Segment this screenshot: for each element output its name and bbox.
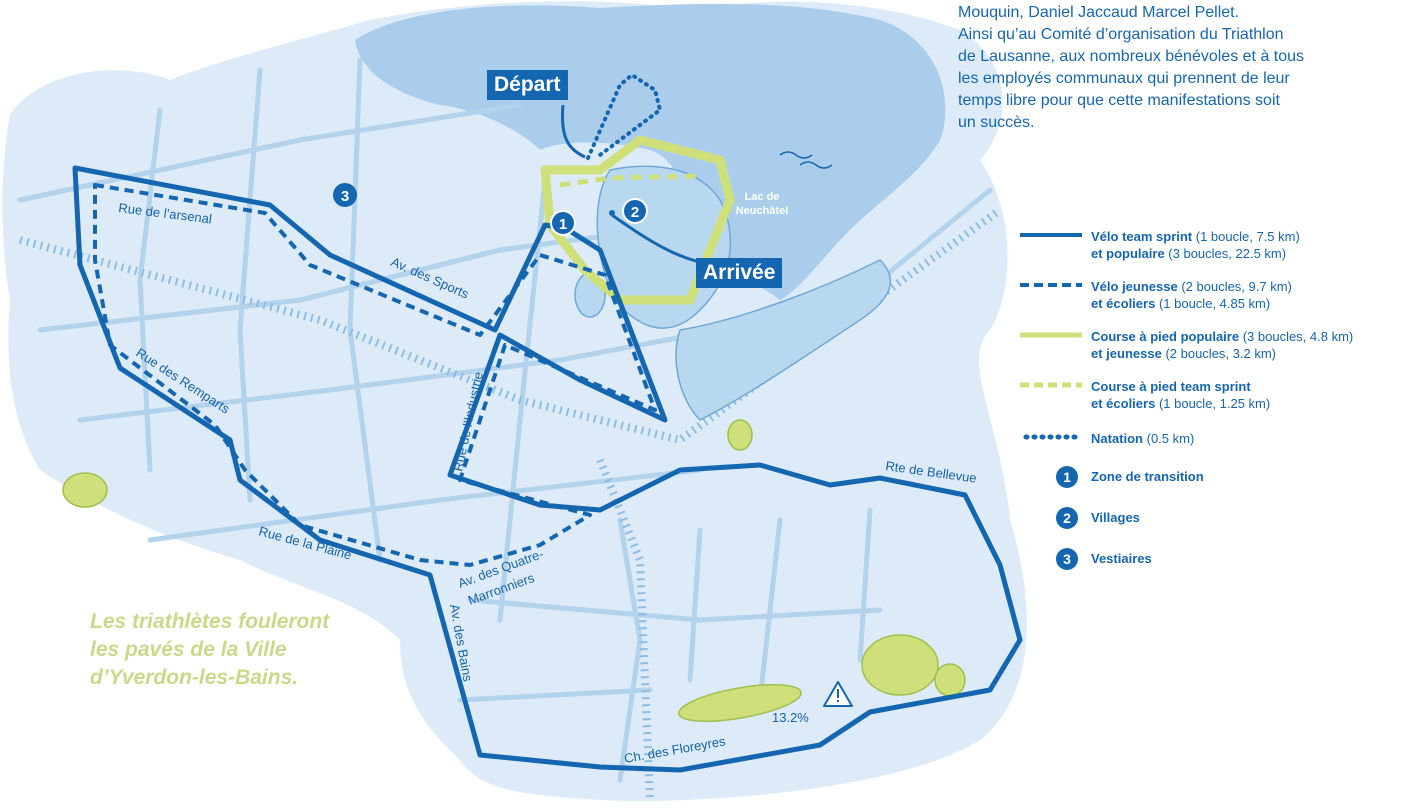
map-marker-3-num: 3: [341, 188, 349, 205]
legend-label: Vélo jeunesse: [1091, 279, 1178, 294]
dashed-green-line-icon: [1020, 382, 1082, 388]
depart-pointer: [560, 104, 586, 159]
badge-label: Vestiaires: [1091, 551, 1152, 566]
street-network: [17, 57, 993, 783]
legend-label: Course à pied team sprint: [1091, 379, 1251, 394]
run-team-sprint-route: [559, 173, 701, 188]
thanks-line: Ainsi qu’au Comité d’organisation du Tri…: [958, 26, 1284, 43]
badge-1-icon: 1: [1056, 466, 1078, 488]
badge-label: Zone de transition: [1091, 469, 1204, 484]
lake-label-2: Neuchâtel: [736, 205, 789, 217]
map-marker-1: 1: [550, 210, 576, 236]
warning-icon: [823, 681, 853, 707]
map-marker-1-num: 1: [559, 216, 567, 233]
slope-label: 13.2%: [772, 710, 809, 725]
bike-jeunesse-route: [93, 183, 657, 567]
bike-populaire-route: [72, 165, 1023, 773]
thanks-line: temps libre pour que cette manifestation…: [958, 92, 1280, 109]
dashed-line-icon: [1020, 283, 1082, 287]
legend-label: et écoliers: [1091, 396, 1156, 411]
thanks-line: un succès.: [958, 114, 1035, 131]
arrivee-callout: Arrivée: [696, 258, 783, 288]
solid-green-line-icon: [1020, 332, 1082, 338]
thanks-text: Mouquin, Daniel Jaccaud Marcel Pellet. A…: [958, 2, 1408, 134]
badge-3-icon: 3: [1056, 548, 1078, 570]
legend-detail: (2 boucles, 9.7 km): [1177, 279, 1292, 294]
legend-label: Course à pied populaire: [1091, 329, 1240, 344]
legend-detail: (2 boucles, 3.2 km): [1161, 346, 1276, 361]
legend-label: et jeunesse: [1091, 346, 1162, 361]
map-marker-2: 2: [622, 198, 648, 224]
tagline-line: d’Yverdon-les-Bains.: [90, 666, 299, 689]
legend-label: et populaire: [1091, 246, 1165, 261]
legend-detail: (1 boucle, 4.85 km): [1155, 296, 1271, 311]
lake-waves-icon: [779, 151, 833, 169]
solid-line-icon: [1020, 233, 1082, 237]
tagline-line: les pavés de la Ville: [90, 638, 287, 661]
arrivee-pointer: [611, 213, 701, 264]
legend-detail: (1 boucle, 7.5 km): [1192, 229, 1300, 244]
village-point: [609, 210, 615, 216]
railway: [18, 206, 1003, 445]
dotted-line-icon: [1023, 434, 1082, 440]
thanks-line: de Lausanne, aux nombreux bénévoles et à…: [958, 48, 1305, 65]
tagline-line: Les triathlètes fouleront: [90, 610, 330, 633]
depart-callout: Départ: [487, 70, 568, 100]
legend-detail: (3 boucles, 22.5 km): [1164, 246, 1287, 261]
tagline: Les triathlètes fouleront les pavés de l…: [90, 608, 329, 692]
railway-spur: [596, 458, 654, 801]
thanks-line: Mouquin, Daniel Jaccaud Marcel Pellet.: [958, 4, 1240, 21]
legend-detail: (0.5 km): [1143, 431, 1195, 446]
groves: [62, 419, 966, 723]
legend-label: Natation: [1091, 431, 1143, 446]
legend-label: Vélo team sprint: [1091, 229, 1193, 244]
map-marker-3: 3: [333, 183, 357, 207]
legend-detail: (3 boucles, 4.8 km): [1239, 329, 1354, 344]
thanks-line: les employés communaux qui prennent de l…: [958, 70, 1290, 87]
legend-detail: (1 boucle, 1.25 km): [1155, 396, 1271, 411]
badge-label: Villages: [1091, 510, 1140, 525]
map-marker-2-num: 2: [631, 204, 639, 221]
swim-route: [586, 72, 663, 160]
run-populaire-route: [540, 135, 735, 305]
badge-2-icon: 2: [1056, 507, 1078, 529]
lake-label-1: Lac de: [745, 191, 780, 203]
legend-label: et écoliers: [1091, 296, 1156, 311]
